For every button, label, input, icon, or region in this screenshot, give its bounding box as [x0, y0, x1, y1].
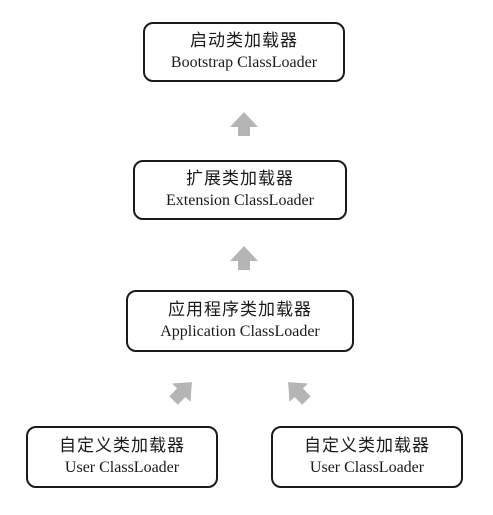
- application-classloader-en-label: Application ClassLoader: [160, 322, 320, 340]
- extension-classloader-en-label: Extension ClassLoader: [166, 191, 314, 209]
- extension-classloader-cn-label: 扩展类加载器: [186, 169, 294, 190]
- bootstrap-classloader-en-label: Bootstrap ClassLoader: [170, 53, 318, 71]
- extension-classloader-box: 扩展类加载器 Extension ClassLoader: [133, 160, 347, 220]
- user-classloader-left-box: 自定义类加载器 User ClassLoader: [26, 426, 218, 488]
- user-classloader-right-box: 自定义类加载器 User ClassLoader: [271, 426, 463, 488]
- application-classloader-box: 应用程序类加载器 Application ClassLoader: [126, 290, 354, 352]
- user-classloader-right-cn-label: 自定义类加载器: [304, 436, 430, 457]
- application-classloader-cn-label: 应用程序类加载器: [168, 300, 312, 321]
- arrow-diagonal-icon-user-right-to-application: [288, 382, 311, 405]
- user-classloader-left-cn-label: 自定义类加载器: [59, 436, 185, 457]
- arrow-up-icon-application-to-extension: [230, 246, 258, 270]
- bootstrap-classloader-box: 启动类加载器 Bootstrap ClassLoader: [143, 22, 345, 82]
- arrow-diagonal-icon-user-left-to-application: [169, 382, 192, 405]
- arrow-up-icon-extension-to-bootstrap: [230, 112, 258, 136]
- user-classloader-right-en-label: User ClassLoader: [309, 458, 425, 476]
- user-classloader-left-en-label: User ClassLoader: [64, 458, 180, 476]
- bootstrap-classloader-cn-label: 启动类加载器: [190, 31, 298, 52]
